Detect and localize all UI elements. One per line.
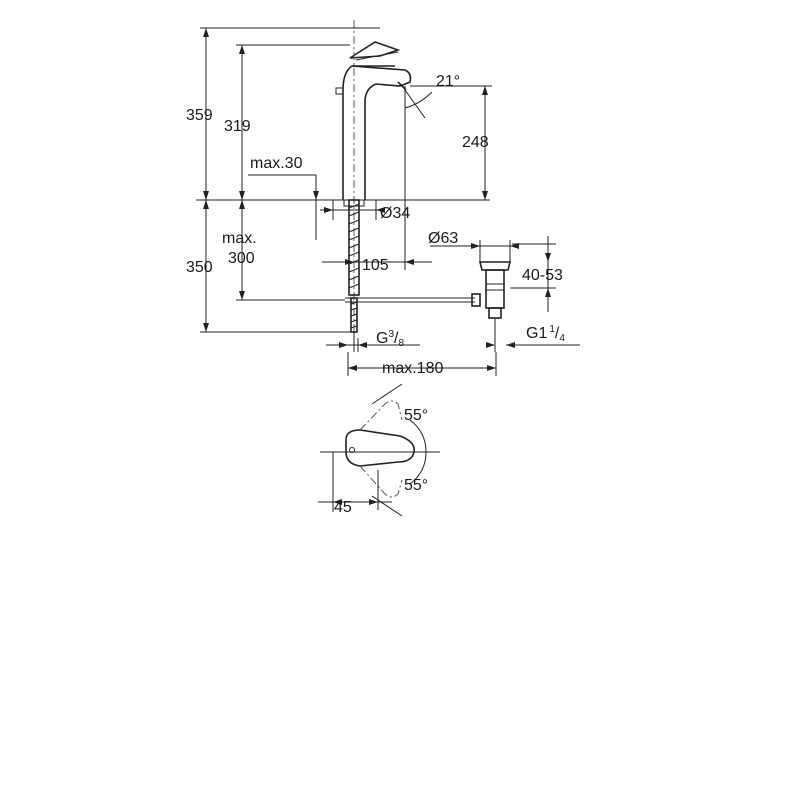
- label-inlet-thread: G3/8: [376, 329, 404, 349]
- svg-text:G11/4: G11/4: [526, 324, 565, 344]
- label-outlet-height: 248: [462, 134, 489, 151]
- label-waste-diameter: Ø63: [428, 230, 458, 247]
- label-spout-angle: 21°: [436, 73, 460, 90]
- waste-thread-den: 4: [559, 333, 565, 344]
- label-below-deck-total: 350: [186, 259, 213, 276]
- waste-thread-num: 1: [549, 324, 555, 335]
- label-spout-height: 319: [224, 118, 251, 135]
- inlet-thread-den: 8: [398, 338, 404, 349]
- handle-top-view: [318, 383, 440, 517]
- label-handle-offset: 45: [334, 499, 352, 516]
- label-handle-rotation-top: 55°: [404, 407, 428, 424]
- label-below-deck-max: max.: [222, 230, 257, 247]
- label-total-height: 359: [186, 107, 213, 124]
- svg-text:G3/8: G3/8: [376, 329, 404, 349]
- pop-up-waste: [478, 261, 512, 352]
- inlet-thread-num: 3: [388, 329, 394, 340]
- inlet-thread-base: G: [376, 330, 388, 347]
- mixer-body: [310, 41, 412, 201]
- pull-rod: [345, 293, 481, 307]
- label-handle-rotation-bottom: 55°: [404, 477, 428, 494]
- dimension-lines: [196, 27, 580, 376]
- label-hole-diameter: Ø34: [380, 205, 410, 222]
- label-pullrod-max: max.180: [382, 360, 443, 377]
- label-projection: 105: [362, 257, 389, 274]
- label-below-deck-max-value: 300: [228, 250, 255, 267]
- dimension-arrows: [203, 28, 551, 371]
- label-waste-range: 40-53: [522, 267, 563, 284]
- label-deck-thickness: max.30: [250, 155, 303, 172]
- waste-thread-base: G1: [526, 325, 547, 342]
